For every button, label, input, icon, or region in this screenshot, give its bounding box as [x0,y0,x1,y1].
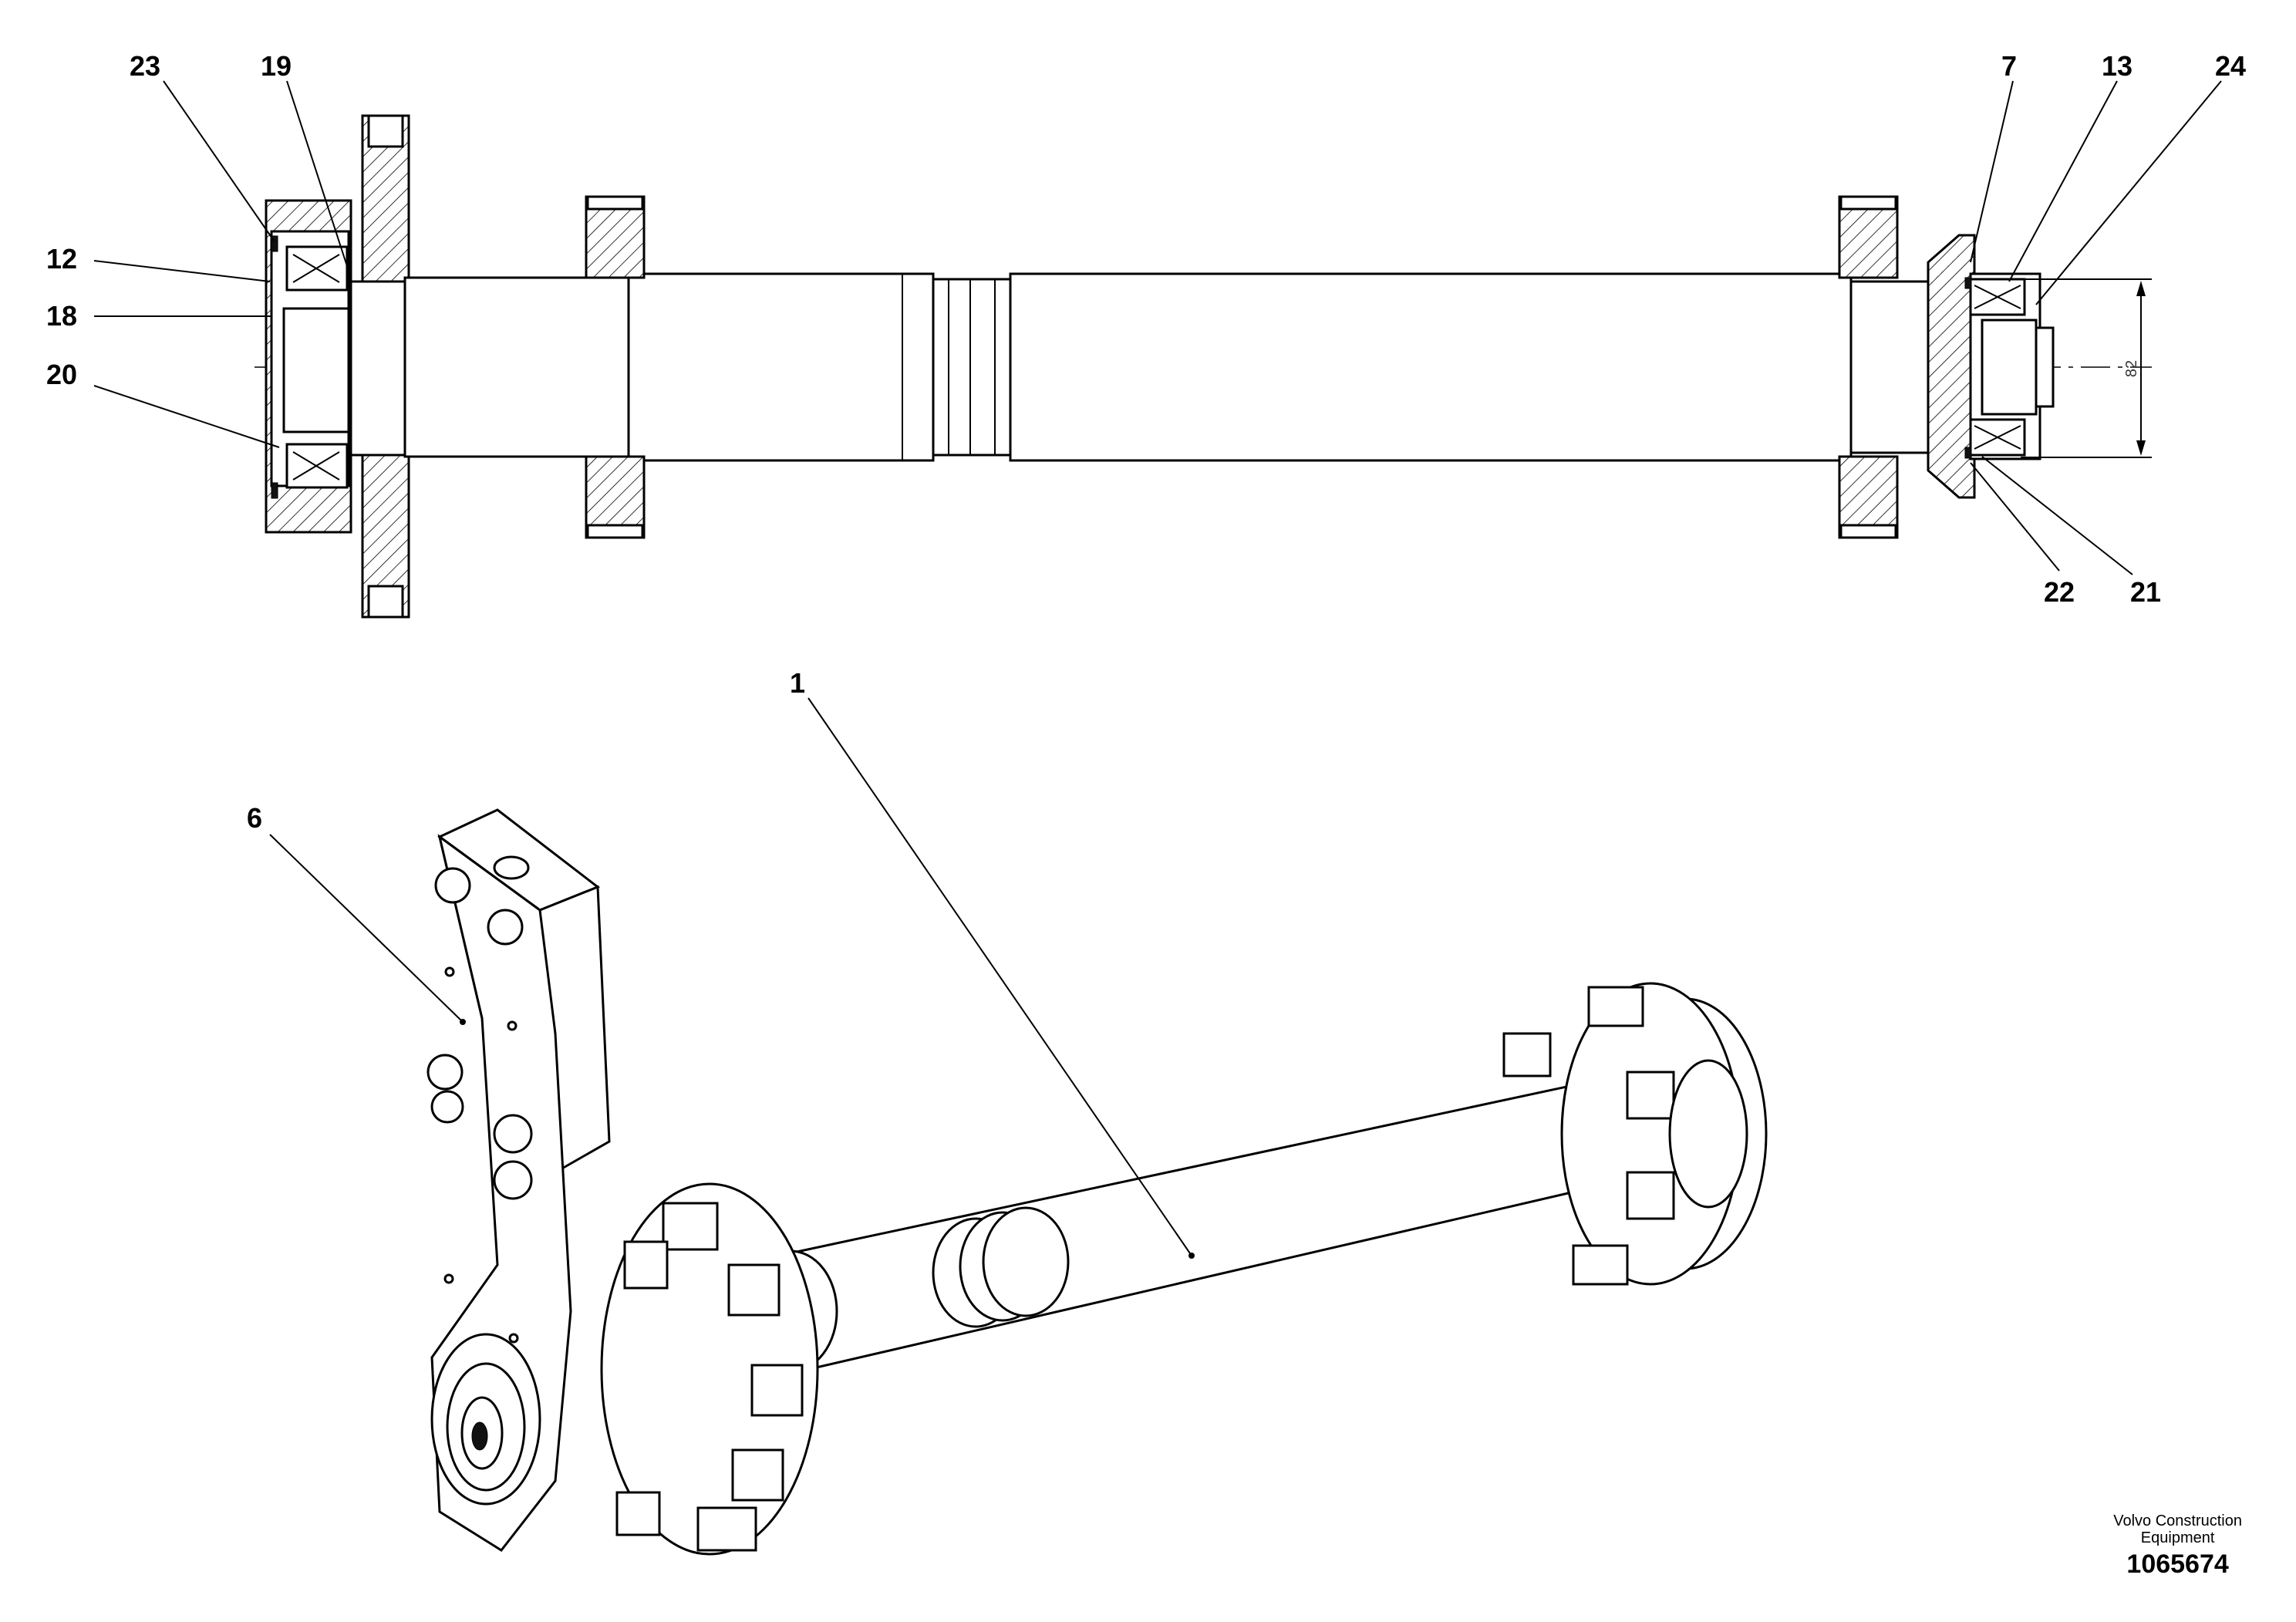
left-flange-plate [349,114,410,619]
callout-21: 21 [2130,576,2161,608]
left-bearing-housing [265,199,352,534]
brand-line-2: Equipment [2140,1529,2215,1546]
right-sprocket-section [1838,195,1899,539]
brand-line-1: Volvo Construction [2113,1512,2242,1529]
iso-left-sprocket [600,1182,819,1556]
callout-23: 23 [130,50,160,82]
callout-19: 19 [261,50,292,82]
callout-24: 24 [2215,50,2246,82]
iso-arm-bracket [426,808,611,1552]
dimension-label: 82 [2123,360,2140,377]
callout-6: 6 [247,802,262,834]
dimension-82: 82 [2021,278,2152,458]
callout-18: 18 [46,300,77,332]
callout-1: 1 [790,667,805,699]
callout-22: 22 [2044,576,2075,608]
left-sprocket-section [585,195,646,539]
right-bearing-assembly [1927,234,2055,499]
drawing-footer: Volvo Construction Equipment 1065674 [2113,1512,2242,1580]
callout-20: 20 [46,359,77,390]
iso-shaft [777,1082,1610,1371]
callout-7: 7 [2001,50,2017,82]
callout-13: 13 [2102,50,2132,82]
iso-right-sprocket [1502,982,1768,1286]
main-shaft [403,272,1961,462]
drawing-number: 1065674 [2126,1549,2229,1579]
callouts: 23 19 12 18 20 7 13 24 22 21 1 6 [46,50,2246,1259]
callout-12: 12 [46,243,77,275]
section-view: 82 [255,114,2152,619]
isometric-view [426,808,1768,1556]
